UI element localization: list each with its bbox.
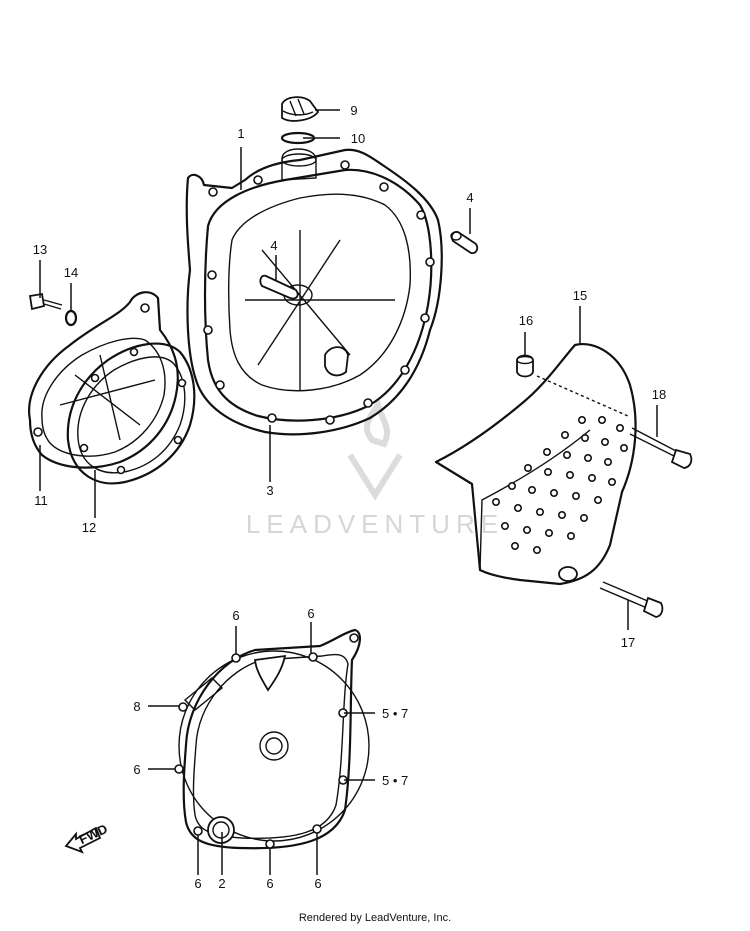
callout-11: 11	[34, 493, 48, 508]
callout-15: 15	[573, 288, 587, 303]
dowel-pin-right[interactable]	[450, 230, 479, 255]
heat-shield[interactable]	[434, 342, 637, 586]
callout-6-bottom-left: 6	[194, 876, 201, 891]
bolt-17[interactable]	[599, 581, 664, 618]
callout-5-7-upper: 5 • 7	[382, 706, 408, 721]
watermark-text: LEADVENTURE	[246, 509, 504, 539]
callout-18: 18	[652, 387, 666, 402]
callout-6-top-right: 6	[307, 606, 314, 621]
callout-6-bottom-right: 6	[314, 876, 321, 891]
callout-17: 17	[621, 635, 635, 650]
callout-10: 10	[351, 131, 365, 146]
callout-4-dowel: 4	[466, 190, 473, 205]
callout-13: 13	[33, 242, 47, 257]
bolt-13[interactable]	[28, 292, 63, 311]
gasket[interactable]	[66, 342, 196, 485]
callout-9: 9	[350, 103, 357, 118]
callout-8: 8	[133, 699, 140, 714]
bolt-18[interactable]	[629, 427, 693, 469]
fwd-arrow-icon: FWD	[64, 821, 110, 854]
washer-14[interactable]	[64, 309, 78, 327]
callout-12: 12	[82, 520, 96, 535]
callout-4-inner: 4	[270, 238, 277, 253]
callout-5-7-lower: 5 • 7	[382, 773, 408, 788]
cover-plate[interactable]	[28, 291, 179, 469]
callouts: 1 2 3 4 4 5 • 7 5 • 7 6 6 6 6 6 6 8 9 10…	[33, 103, 666, 891]
oil-filler-cap[interactable]	[281, 96, 320, 122]
leader-lines	[39, 109, 658, 875]
callout-3: 3	[266, 483, 273, 498]
footer-credit: Rendered by LeadVenture, Inc.	[298, 912, 452, 924]
outer-clutch-cover[interactable]	[174, 628, 370, 850]
inspection-plug[interactable]	[207, 816, 235, 844]
callout-6-left: 6	[133, 762, 140, 777]
callout-2: 2	[218, 876, 225, 891]
callout-6-top-left: 6	[232, 608, 239, 623]
callout-1: 1	[237, 126, 244, 141]
fwd-label: FWD	[77, 821, 110, 847]
spacer-axis	[536, 375, 629, 417]
callout-14: 14	[64, 265, 78, 280]
vent-holes	[491, 415, 628, 554]
callout-6-bottom-mid: 6	[266, 876, 273, 891]
spacer-16[interactable]	[516, 354, 534, 378]
dowel-pin-inner[interactable]	[259, 274, 299, 300]
clutch-housing[interactable]	[185, 148, 443, 436]
watermark: LEADVENTURE	[246, 397, 504, 539]
callout-16: 16	[519, 313, 533, 328]
